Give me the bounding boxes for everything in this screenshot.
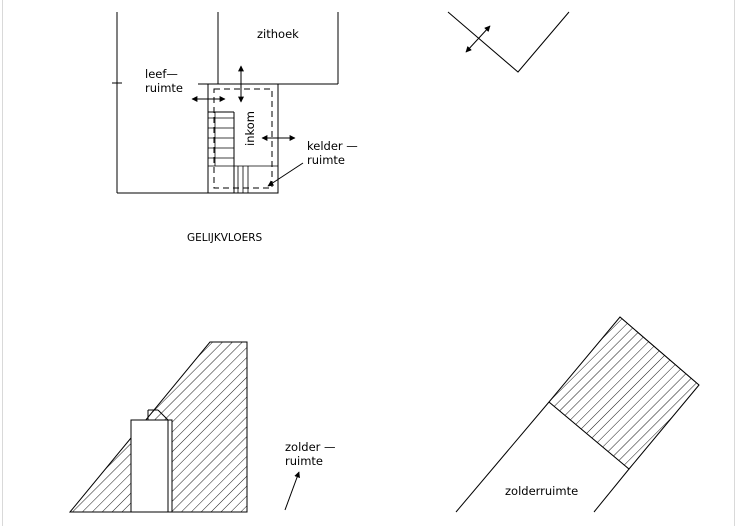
- top-right-fragment: [447, 11, 570, 73]
- fragment-v-outline: [447, 11, 570, 73]
- attic-right-wall: [593, 468, 630, 513]
- label-inkom: inkom: [243, 111, 257, 146]
- floor-title: GELIJKVLOERS: [187, 232, 263, 244]
- label-kelderruimte-1: kelder —: [307, 139, 358, 153]
- label-zithoek: zithoek: [257, 27, 299, 41]
- attic-opening: [130, 419, 173, 513]
- label-leefruimte-2: ruimte: [145, 81, 183, 95]
- hatched-roof-band: [548, 316, 700, 470]
- attic-section-right: zolderruimte: [455, 316, 700, 513]
- fragment-diagonal-arrow: [465, 25, 491, 53]
- label-zolderruimte-1: zolder —: [285, 440, 336, 454]
- label-zolderruimte-room: zolderruimte: [505, 484, 578, 498]
- ground-floor-plan: zithoek leef— ruimte inkom kelder — ruim…: [112, 12, 358, 244]
- arrow-zolderruimte: [284, 471, 300, 511]
- label-zolderruimte-2: ruimte: [285, 454, 323, 468]
- label-kelderruimte-2: ruimte: [307, 153, 345, 167]
- stair: [208, 111, 278, 193]
- label-leefruimte-1: leef—: [145, 67, 178, 81]
- attic-left-wall: [455, 401, 550, 513]
- arrow-kelder-pointer: [267, 162, 304, 187]
- attic-section-left: zolder — ruimte: [68, 341, 336, 513]
